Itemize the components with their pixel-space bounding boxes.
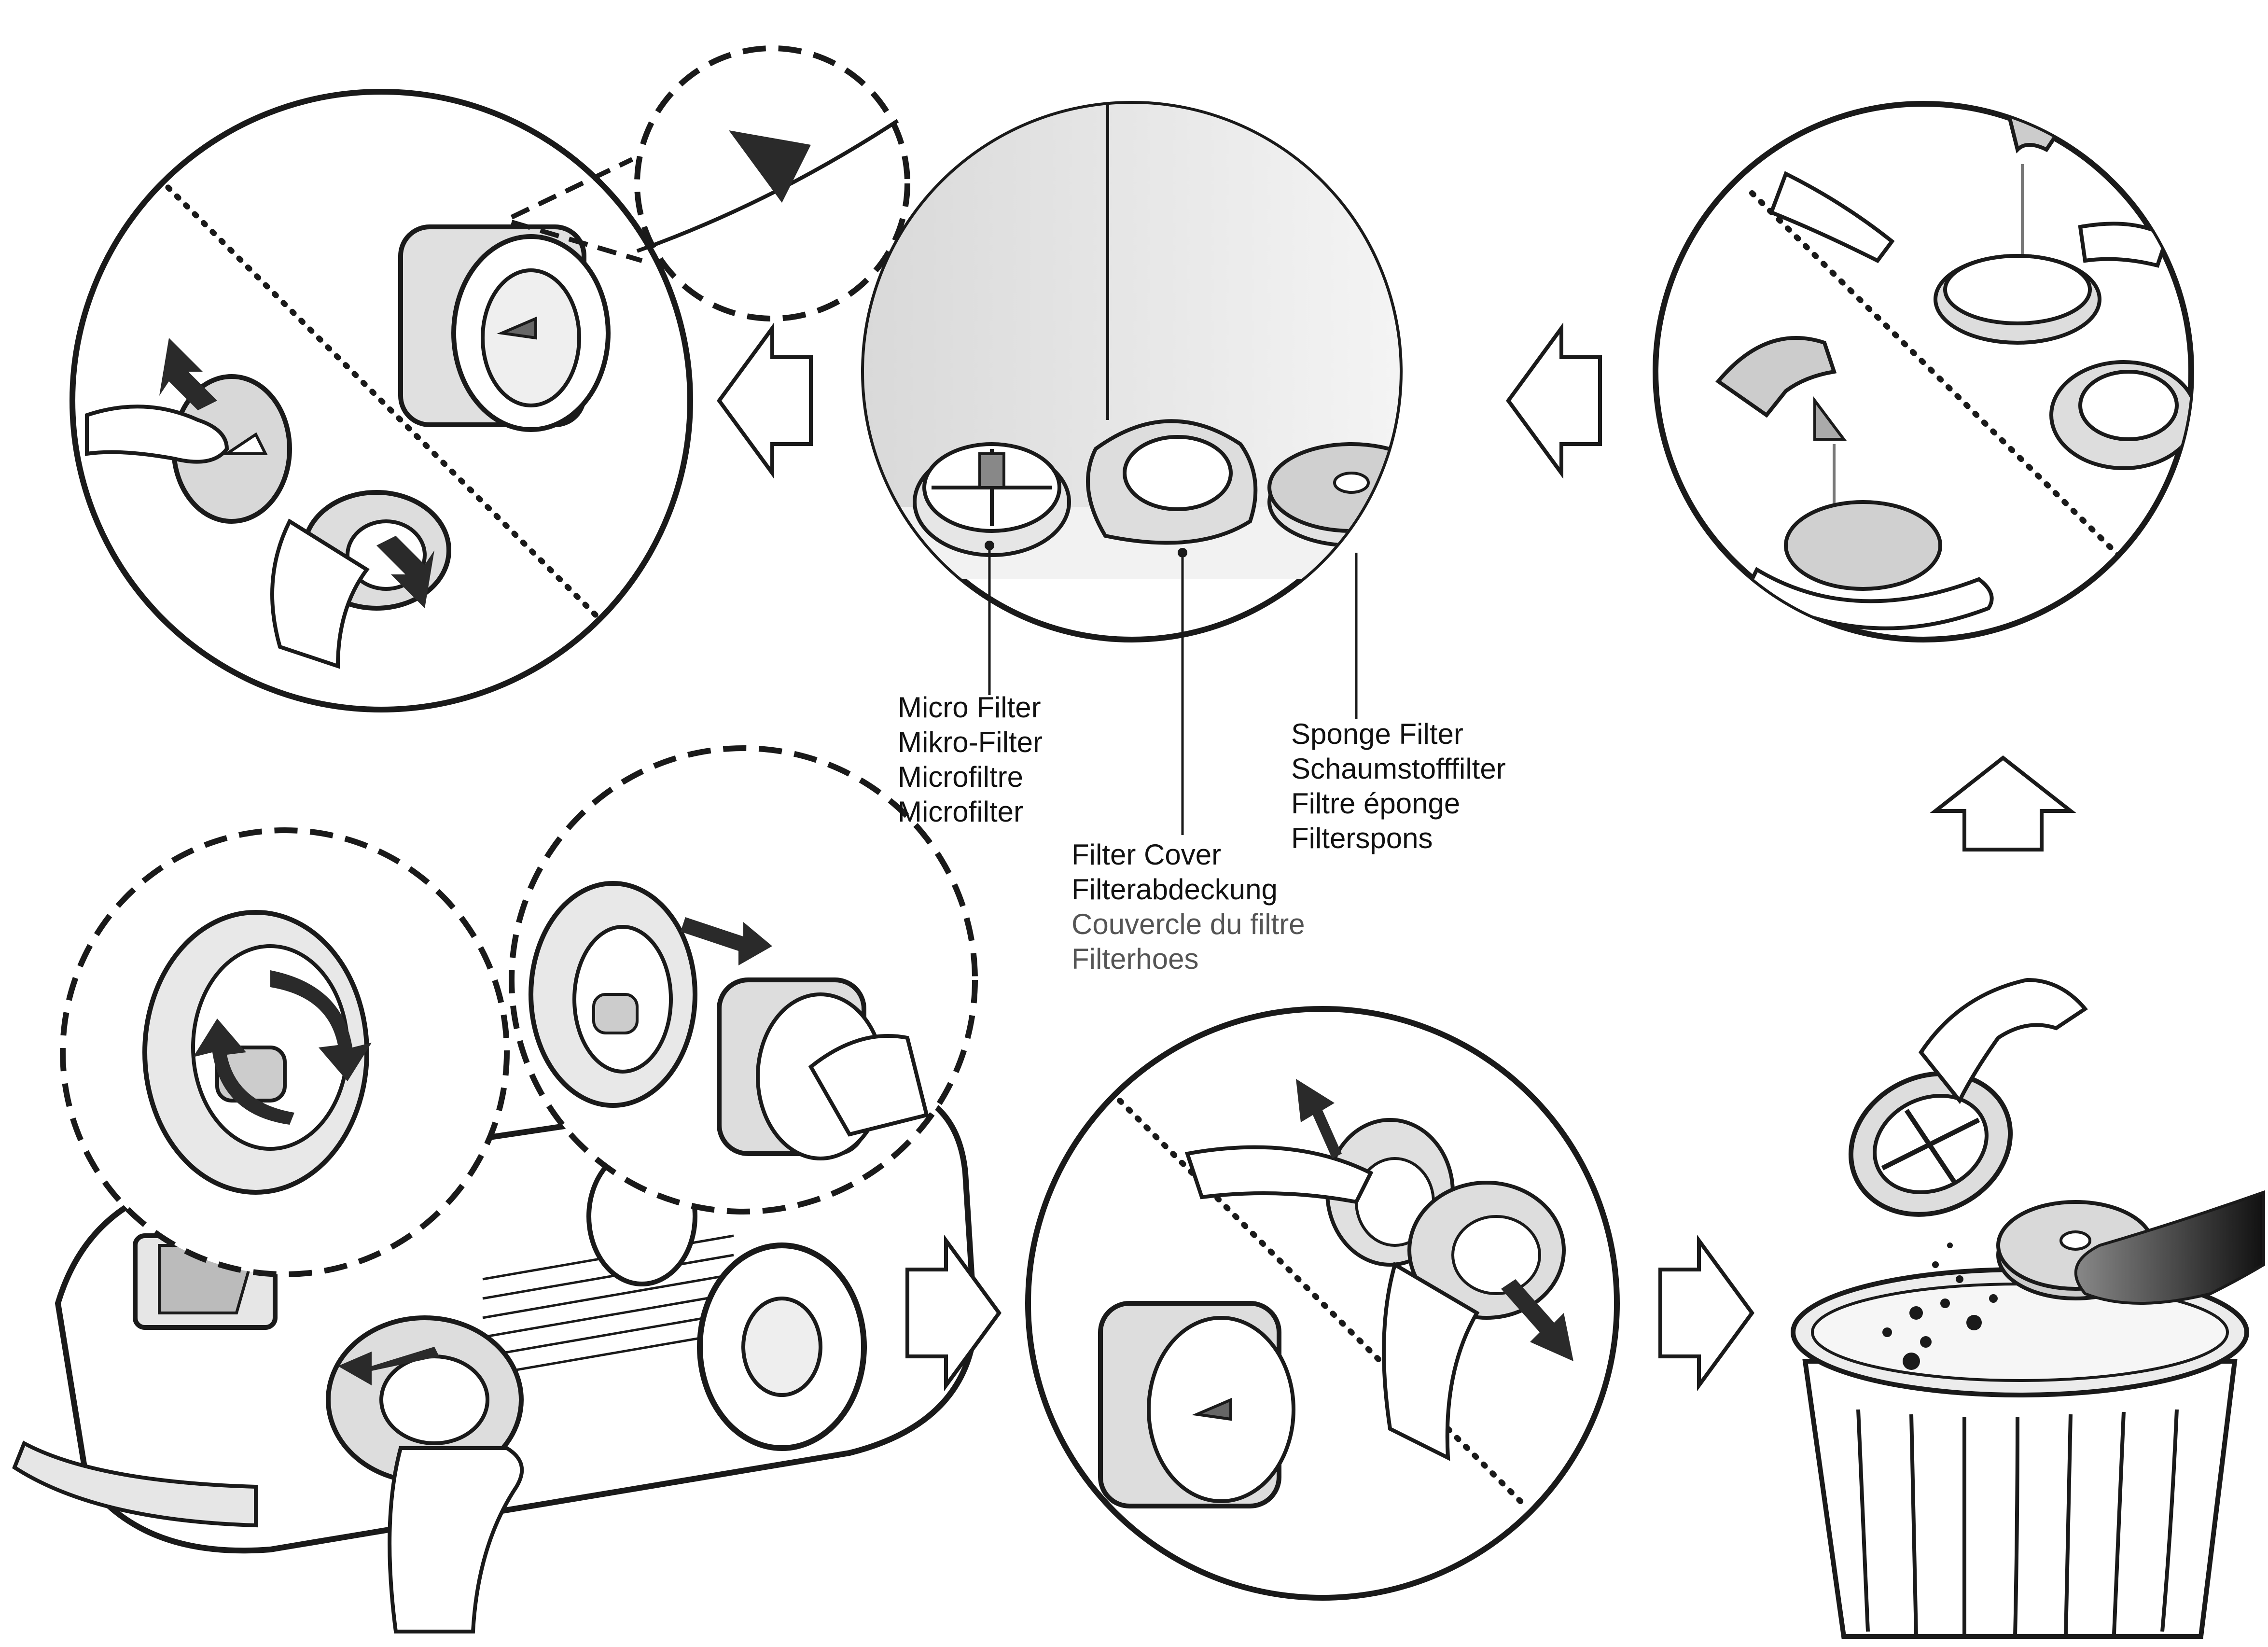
sponge-filter-label-de: Schaumstofffilter (1291, 752, 1561, 786)
washing-step-icon (1656, 104, 2196, 640)
micro-filter-label-de: Mikro-Filter (898, 725, 1100, 760)
next-step-arrow-icon (1660, 1241, 1752, 1385)
micro-filter-label-fr: Microfiltre (898, 760, 1100, 795)
micro-filter-label: Micro Filter Mikro-Filter Microfiltre Mi… (898, 690, 1100, 829)
vacuum-open-step-icon (14, 748, 975, 1632)
sponge-filter-label: Sponge Filter Schaumstofffilter Filtre é… (1291, 717, 1561, 856)
next-step-arrow-icon (719, 328, 811, 473)
sponge-filter-label-en: Sponge Filter (1291, 717, 1561, 752)
empty-dust-step-icon (1793, 980, 2264, 1636)
sponge-filter-label-nl: Filterspons (1291, 821, 1561, 856)
filter-cover-label-nl: Filterhoes (1071, 942, 1371, 977)
micro-filter-label-en: Micro Filter (898, 690, 1100, 725)
sponge-filter-label-fr: Filtre éponge (1291, 786, 1561, 821)
filter-cover-label-fr: Couvercle du filtre (1071, 907, 1371, 942)
micro-filter-part (915, 444, 1069, 555)
filter-cover-label-de: Filterabdeckung (1071, 872, 1371, 907)
next-step-arrow-icon (1508, 328, 1600, 473)
micro-filter-label-nl: Microfilter (898, 795, 1100, 829)
next-step-arrow-icon (1935, 758, 2071, 850)
filter-separate-step-icon (1028, 1009, 1617, 1598)
